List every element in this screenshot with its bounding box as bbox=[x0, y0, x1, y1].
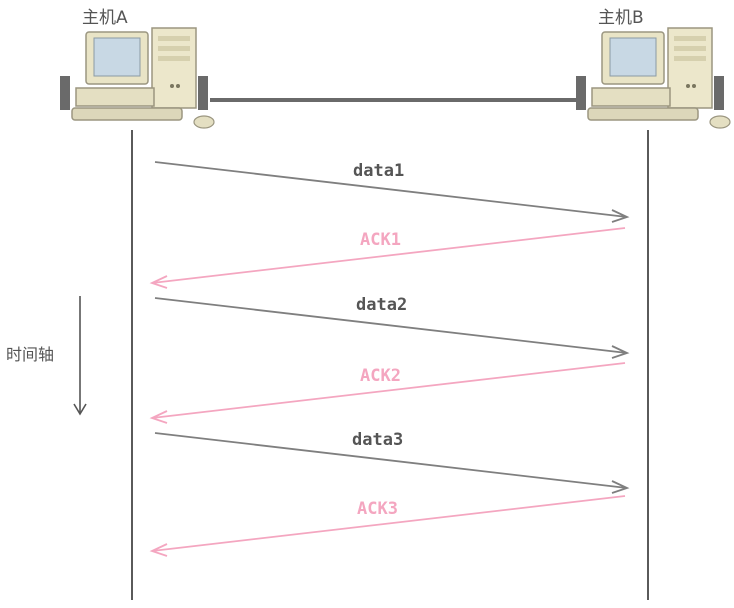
data1-arrow bbox=[154, 161, 628, 218]
ack3-arrowhead bbox=[149, 543, 168, 557]
ack3-label: ACK3 bbox=[357, 499, 398, 519]
ack1-arrowhead bbox=[149, 275, 168, 289]
time-axis-arrowhead bbox=[73, 403, 87, 416]
ack3-arrow bbox=[151, 495, 626, 552]
ack1-label: ACK1 bbox=[360, 230, 401, 250]
data2-label: data2 bbox=[356, 295, 407, 315]
data2-arrowhead bbox=[611, 345, 630, 359]
data1-arrowhead bbox=[611, 209, 630, 223]
data3-label: data3 bbox=[352, 430, 403, 450]
host-a-computer-icon bbox=[59, 27, 215, 129]
time-axis-label: 时间轴 bbox=[6, 345, 54, 364]
host-b-label: 主机B bbox=[598, 8, 644, 28]
data3-arrowhead bbox=[611, 480, 630, 494]
ack2-label: ACK2 bbox=[360, 366, 401, 386]
data2-arrow bbox=[154, 297, 628, 354]
host-a-label: 主机A bbox=[82, 8, 128, 28]
ack1-arrow bbox=[151, 227, 626, 284]
ack2-arrowhead bbox=[149, 410, 168, 424]
data1-label: data1 bbox=[353, 161, 404, 181]
ack2-arrow bbox=[151, 362, 626, 419]
data3-arrow bbox=[154, 432, 628, 489]
host-b-computer-icon bbox=[575, 27, 731, 129]
